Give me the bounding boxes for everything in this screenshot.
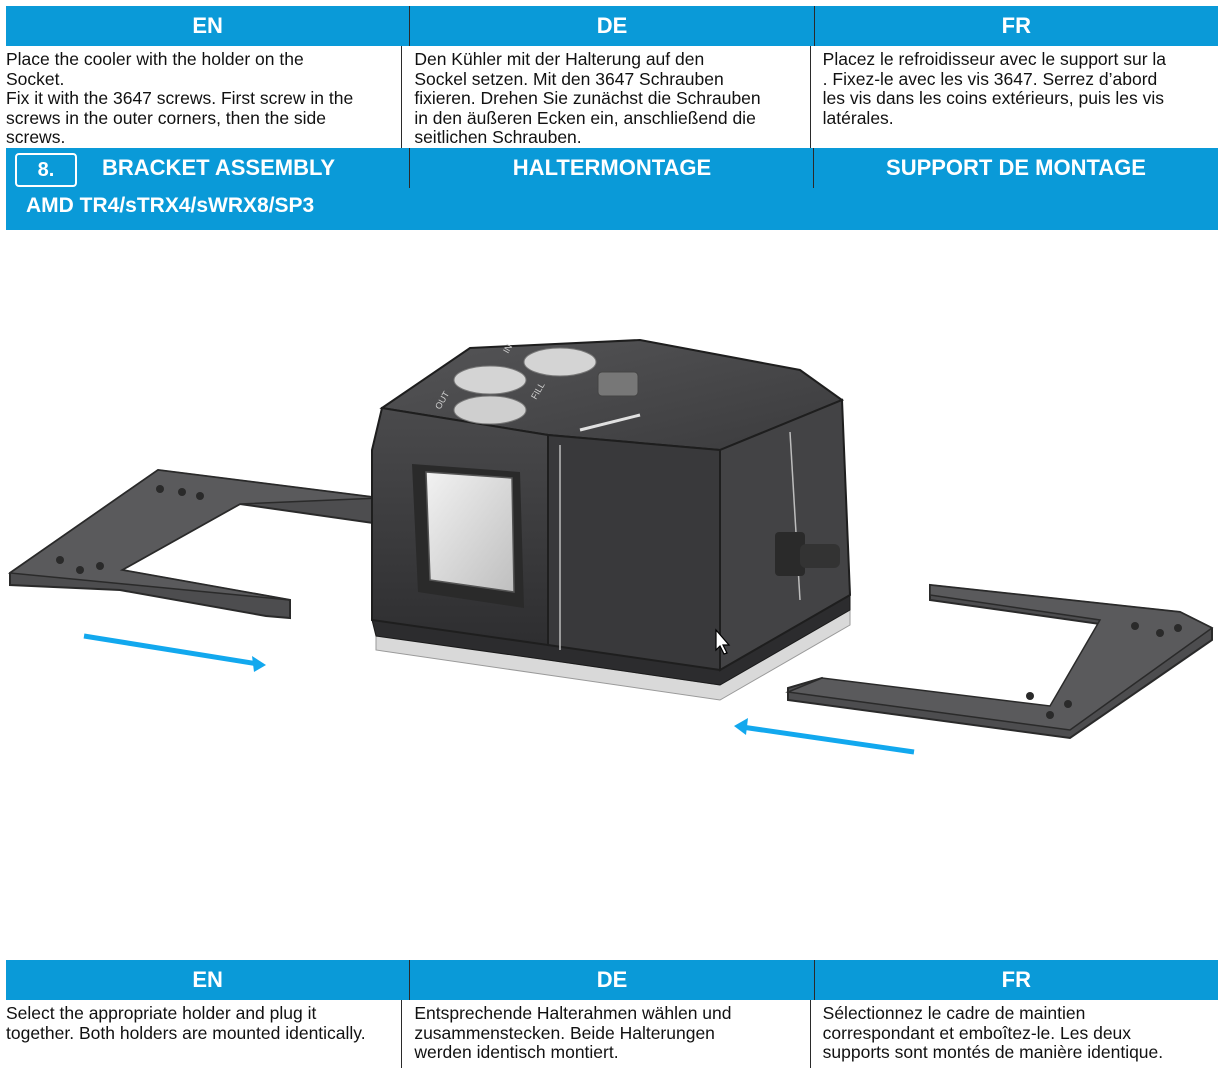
right-insert-arrow xyxy=(734,718,915,755)
instruction-text-de: Den Kühler mit der Halterung auf den Soc… xyxy=(401,46,809,148)
lang-header-de: DE xyxy=(409,6,813,46)
left-insert-arrow xyxy=(83,633,266,672)
step-number-badge: 8. xyxy=(15,153,77,187)
lang-header-fr: FR xyxy=(813,960,1218,1000)
top-language-header: EN DE FR xyxy=(6,6,1218,46)
instruction-text-fr: Sélectionnez le cadre de maintien corres… xyxy=(809,1000,1218,1068)
port-label-in: IN xyxy=(501,342,514,355)
right-bracket xyxy=(785,583,1214,740)
instruction-text-en: Place the cooler with the holder on the … xyxy=(6,49,354,147)
lang-header-fr: FR xyxy=(813,6,1218,46)
step-title-fr: SUPPORT DE MONTAGE xyxy=(886,155,1146,180)
divider xyxy=(409,148,410,188)
instruction-text-en: Select the appropriate holder and plug i… xyxy=(6,1003,366,1043)
assembly-illustration: OUT FILL IN xyxy=(7,338,1214,755)
mouse-cursor-icon xyxy=(715,628,731,655)
bottom-instructions: Select the appropriate holder and plug i… xyxy=(6,1000,1218,1068)
water-block-cooler: OUT FILL IN xyxy=(371,338,852,672)
top-instructions: Place the cooler with the holder on the … xyxy=(6,46,1218,148)
lang-header-en: EN xyxy=(192,967,223,992)
divider xyxy=(813,148,814,188)
step-title-band: 8. BRACKET ASSEMBLY HALTERMONTAGE SUPPOR… xyxy=(6,148,1218,230)
step-title-en: BRACKET ASSEMBLY xyxy=(102,155,336,180)
instruction-text-de: Entsprechende Halterahmen wählen und zus… xyxy=(401,1000,809,1068)
instruction-text-fr: Placez le refroidisseur avec le support … xyxy=(809,46,1218,148)
bottom-language-header: EN DE FR xyxy=(6,960,1218,1000)
socket-subtitle: AMD TR4/sTRX4/sWRX8/SP3 xyxy=(26,194,315,217)
step-title-de: HALTERMONTAGE xyxy=(512,155,712,180)
lang-header-de: DE xyxy=(409,960,813,1000)
lang-header-en: EN xyxy=(192,13,223,38)
left-bracket xyxy=(7,468,381,620)
